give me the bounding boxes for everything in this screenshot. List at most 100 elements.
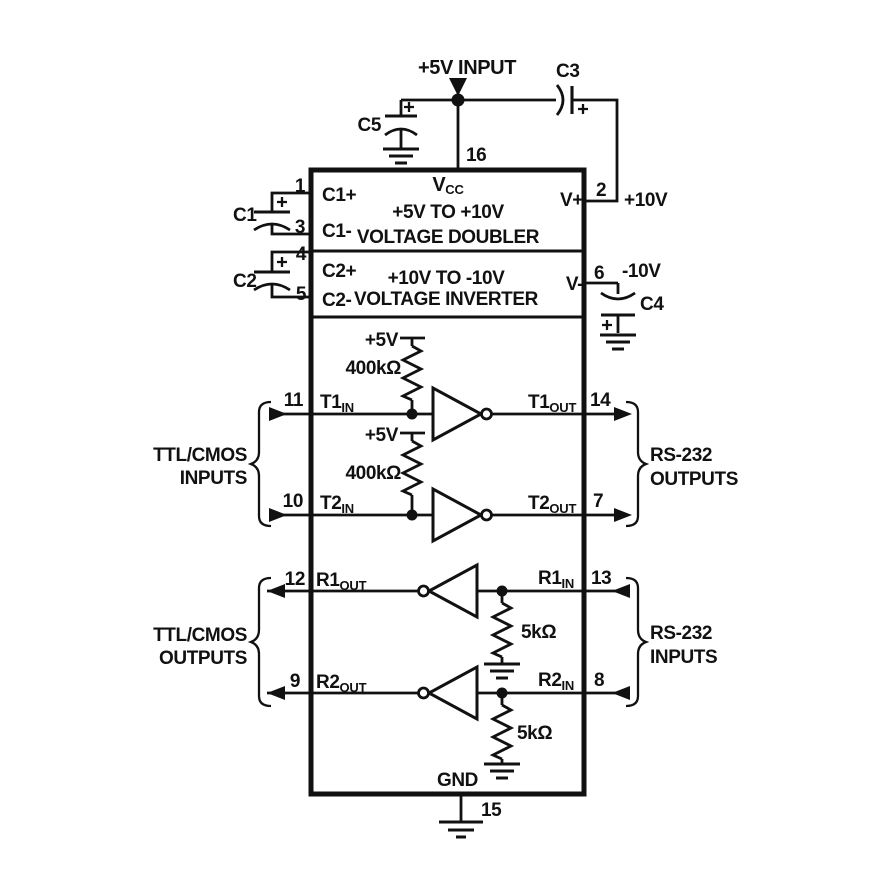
- t1out-label: T1OUT: [528, 392, 576, 415]
- signal-arrow-right-icon: [269, 407, 287, 421]
- rs232-inputs-label-2: INPUTS: [650, 647, 717, 668]
- signal-arrow-right-icon: [614, 508, 632, 522]
- pin6-number: 6: [594, 263, 604, 284]
- inverter-triangle: [425, 664, 479, 722]
- driver1-pullup-value: 400kΩ: [345, 358, 401, 379]
- c2-capacitor: C2 4 5: [233, 244, 311, 305]
- ground-symbol: [383, 147, 419, 165]
- c5-label: C5: [358, 115, 382, 136]
- c3-capacitor: C3: [555, 61, 588, 116]
- receiver1-row: 5kΩ 12 R1OUT R1IN 13: [267, 562, 630, 680]
- pin7-number: 7: [593, 491, 603, 512]
- signal-arrow-left-icon: [612, 686, 630, 700]
- pin5-number: 5: [296, 284, 307, 305]
- inverter-bubble: [417, 686, 430, 700]
- c4-capacitor: C4: [600, 283, 665, 351]
- inverter-title: +10V TO -10V: [388, 268, 506, 289]
- c1-capacitor: C1 1 3: [233, 176, 311, 238]
- doubler-subtitle: VOLTAGE DOUBLER: [357, 227, 540, 248]
- ground-symbol: [600, 333, 636, 351]
- receiver2-row: 5kΩ 9 R2OUT R2IN 8: [267, 664, 630, 780]
- inverter-triangle: [425, 562, 479, 620]
- ground-pin: GND 15: [437, 770, 503, 839]
- pin14-number: 14: [590, 390, 611, 411]
- driver2-pullup-value: 400kΩ: [345, 463, 401, 484]
- rs232-inputs-label-1: RS-232: [650, 623, 712, 644]
- c4-label: C4: [640, 294, 664, 315]
- inverter-bubble: [480, 407, 493, 421]
- plus-sign: [404, 102, 414, 112]
- c2-plus-pin-label: C2+: [322, 261, 356, 282]
- inverter-triangle: [431, 385, 485, 443]
- pin16-number: 16: [466, 145, 486, 166]
- pullup-resistor: [399, 439, 425, 497]
- receiver2-term-value: 5kΩ: [517, 723, 552, 744]
- ground-symbol: [484, 762, 520, 780]
- t2in-label: T2IN: [320, 493, 354, 516]
- ttl-outputs-label-2: OUTPUTS: [159, 648, 247, 669]
- inverter-bubble: [480, 508, 493, 522]
- pin12-number: 12: [285, 569, 305, 590]
- vminus-rail-label: -10V: [622, 261, 661, 282]
- signal-arrow-right-icon: [614, 407, 632, 421]
- junction-dot: [406, 408, 418, 420]
- vplus-pin-label: V+: [560, 190, 583, 211]
- t2out-label: T2OUT: [528, 493, 576, 516]
- ttl-outputs-label-1: TTL/CMOS: [153, 625, 247, 646]
- pin2-number: 2: [596, 180, 606, 201]
- pin8-number: 8: [594, 670, 604, 691]
- ttl-inputs-label-1: TTL/CMOS: [153, 445, 247, 466]
- vminus-net: 6 V- -10V C4: [566, 261, 665, 351]
- pin3-number: 3: [295, 217, 305, 238]
- plus-sign: [578, 104, 588, 114]
- supply-arrow-icon: [449, 78, 467, 96]
- c2-label: C2: [233, 271, 257, 292]
- rs232-outputs-label-1: RS-232: [650, 445, 712, 466]
- ic-section-labels: C1+ C1- C2+ C2- VCC +5V TO +10V VOLTAGE …: [322, 174, 540, 311]
- c2-minus-pin-label: C2-: [322, 290, 351, 311]
- r2in-label: R2IN: [538, 670, 574, 693]
- rs232-outputs-group: RS-232 OUTPUTS: [625, 400, 738, 528]
- doubler-title: +5V TO +10V: [392, 202, 504, 223]
- c1-minus-pin-label: C1-: [322, 221, 351, 242]
- pin11-number: 11: [284, 390, 304, 411]
- pin4-number: 4: [296, 244, 307, 265]
- supply-input-net: +5V INPUT 16: [401, 57, 556, 170]
- receiver1-term-value: 5kΩ: [521, 622, 556, 643]
- right-brace: [625, 576, 650, 708]
- pin15-number: 15: [481, 800, 502, 821]
- pin13-number: 13: [591, 568, 611, 589]
- gnd-label: GND: [437, 770, 478, 791]
- supply-input-label: +5V INPUT: [418, 57, 516, 79]
- signal-arrow-left-icon: [267, 584, 285, 598]
- vplus-net: 2 V+ +10V: [560, 98, 668, 211]
- vcc-label: VCC: [432, 174, 464, 197]
- plus-sign: [277, 197, 287, 207]
- signal-arrow-left-icon: [267, 686, 285, 700]
- vminus-pin-label: V-: [566, 274, 583, 295]
- inverter-triangle: [431, 486, 485, 544]
- left-brace: [247, 400, 272, 528]
- driver2-supply-label: +5V: [365, 425, 399, 446]
- ttl-outputs-group: TTL/CMOS OUTPUTS: [153, 576, 272, 708]
- ground-symbol: [484, 662, 520, 680]
- plus-sign: [277, 257, 287, 267]
- junction-dot: [406, 509, 418, 521]
- right-brace: [625, 400, 650, 528]
- driver2-row: +5V 400kΩ 10 T2IN T2OUT 7: [269, 425, 632, 544]
- r2out-label: R2OUT: [316, 672, 367, 695]
- c1-plus-pin-label: C1+: [322, 185, 356, 206]
- pin1-number: 1: [295, 176, 306, 197]
- r1in-label: R1IN: [538, 568, 574, 591]
- pin9-number: 9: [290, 671, 300, 692]
- pin10-number: 10: [283, 491, 303, 512]
- left-brace: [247, 576, 272, 708]
- c5-capacitor: C5: [358, 100, 419, 165]
- ground-symbol: [439, 820, 483, 839]
- c1-label: C1: [233, 205, 257, 226]
- plus-sign: [602, 320, 612, 330]
- junction-dot: [451, 93, 465, 107]
- driver1-row: +5V 400kΩ 11 T1IN T1OUT 14: [269, 330, 632, 443]
- termination-resistor: [489, 601, 515, 659]
- rs232-inputs-group: RS-232 INPUTS: [625, 576, 718, 708]
